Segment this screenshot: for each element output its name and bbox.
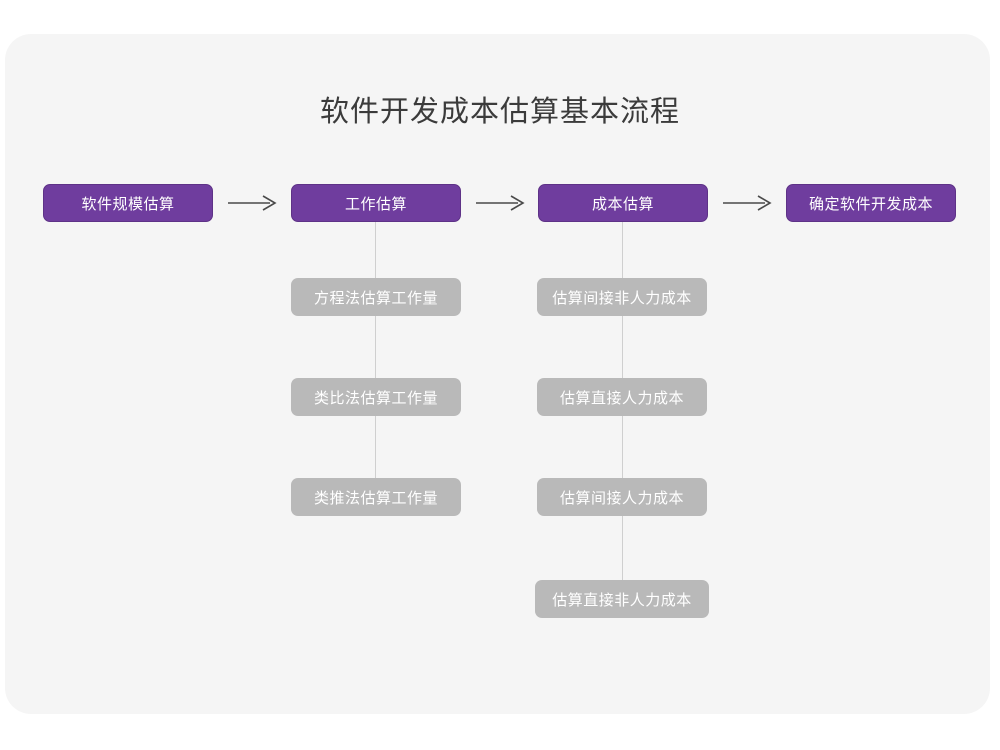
connector-line-col2-seg1 xyxy=(622,222,623,278)
stage-box-1[interactable]: 软件规模估算 xyxy=(43,184,213,222)
sub-box-col1-3-label: 类推法估算工作量 xyxy=(313,489,438,507)
page-title: 软件开发成本估算基本流程 xyxy=(319,96,680,128)
connector-line-col2-seg4 xyxy=(622,516,623,580)
arrow-right-icon-2 xyxy=(476,192,526,214)
sub-box-col1-2-label: 类比法估算工作量 xyxy=(313,389,438,407)
sub-box-col1-1[interactable]: 方程法估算工作量 xyxy=(291,278,461,316)
stage-box-3-label: 成本估算 xyxy=(591,195,654,213)
sub-box-col2-2-label: 估算直接人力成本 xyxy=(559,389,684,407)
stage-box-1-label: 软件规模估算 xyxy=(81,195,175,213)
connector-line-col2-seg2 xyxy=(622,316,623,378)
stage-box-2-label: 工作估算 xyxy=(344,195,407,213)
arrow-right-icon-1 xyxy=(228,192,278,214)
stage-box-3[interactable]: 成本估算 xyxy=(538,184,708,222)
arrow-right-icon-3 xyxy=(723,192,773,214)
sub-box-col2-1-label: 估算间接非人力成本 xyxy=(552,289,692,307)
sub-box-col1-2[interactable]: 类比法估算工作量 xyxy=(291,378,461,416)
stage-box-2[interactable]: 工作估算 xyxy=(291,184,461,222)
sub-box-col2-3[interactable]: 估算间接人力成本 xyxy=(537,478,707,516)
sub-box-col2-3-label: 估算间接人力成本 xyxy=(559,489,684,507)
connector-line-col1-seg2 xyxy=(375,316,376,378)
stage-box-4[interactable]: 确定软件开发成本 xyxy=(786,184,956,222)
stage-box-4-label: 确定软件开发成本 xyxy=(808,195,933,213)
connector-line-col2-seg3 xyxy=(622,416,623,478)
connector-line-col1-seg3 xyxy=(375,416,376,478)
content-card xyxy=(5,34,990,714)
sub-box-col2-2[interactable]: 估算直接人力成本 xyxy=(537,378,707,416)
sub-box-col2-1[interactable]: 估算间接非人力成本 xyxy=(537,278,707,316)
sub-box-col2-4-label: 估算直接非人力成本 xyxy=(552,591,692,609)
connector-line-col1-seg1 xyxy=(375,222,376,278)
sub-box-col1-3[interactable]: 类推法估算工作量 xyxy=(291,478,461,516)
sub-box-col1-1-label: 方程法估算工作量 xyxy=(313,289,438,307)
sub-box-col2-4[interactable]: 估算直接非人力成本 xyxy=(535,580,709,618)
